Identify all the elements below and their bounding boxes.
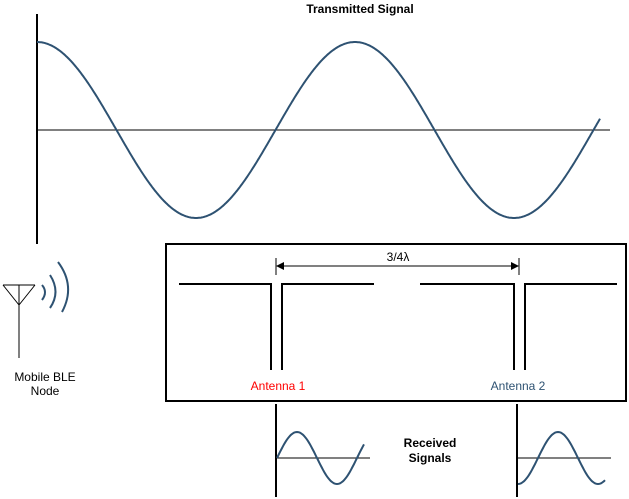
antenna-2-label: Antenna 2 — [490, 379, 546, 393]
transmitted-wave — [37, 41, 601, 219]
node-label-line2: Node — [30, 384, 60, 398]
spacing-dimension — [275, 258, 520, 275]
received-line1: Received — [403, 436, 457, 450]
antenna-icon — [2, 284, 36, 358]
received-wave-1 — [276, 430, 365, 486]
received-signals-label: Received Signals — [404, 436, 457, 466]
spacing-label: 3/4λ — [386, 250, 410, 264]
antenna-2-element — [420, 283, 617, 370]
node-label: Mobile BLE Node — [14, 370, 75, 398]
antenna-array-box — [165, 243, 627, 402]
diagram-title: Transmitted Signal — [306, 2, 414, 16]
antenna-1-label: Antenna 1 — [250, 379, 306, 393]
received-wave-2 — [517, 430, 606, 486]
node-label-line1: Mobile BLE — [14, 370, 76, 384]
antenna-1-element — [179, 283, 374, 370]
radio-waves-icon — [41, 261, 69, 313]
received-line2: Signals — [408, 451, 452, 465]
